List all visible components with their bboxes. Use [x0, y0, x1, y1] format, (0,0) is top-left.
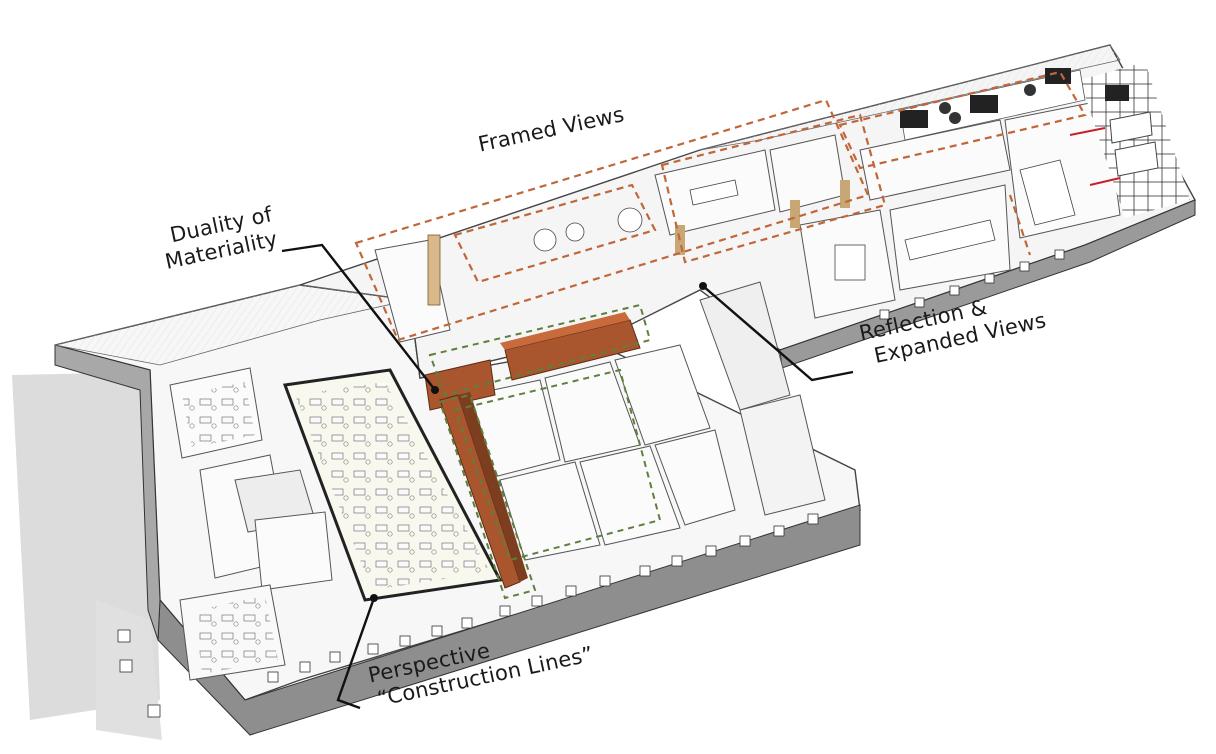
wood-wall-top-face — [500, 312, 630, 350]
framed-view-right — [660, 113, 887, 264]
construction-frame-top — [428, 303, 652, 397]
framed-view-upper-right — [838, 70, 1087, 170]
wood-elements — [424, 180, 850, 589]
perspective-leader — [336, 597, 376, 710]
construction-frame-block — [453, 368, 662, 562]
terrace-grid — [899, 62, 1190, 218]
building-shadow — [12, 372, 162, 740]
conference-tables — [533, 159, 1076, 281]
leader-lines — [281, 243, 854, 710]
construction-line-frames — [428, 303, 662, 600]
framed-view-outer — [354, 98, 870, 342]
left-wall — [54, 344, 161, 641]
construction-frame-spine — [438, 393, 537, 600]
framed-view-mid — [453, 183, 657, 284]
reflection-leader — [702, 285, 854, 382]
duality-leader — [281, 243, 436, 391]
front-windows — [117, 249, 1065, 718]
wood-wall-left — [424, 359, 496, 411]
framed-view-frames — [354, 70, 1087, 342]
